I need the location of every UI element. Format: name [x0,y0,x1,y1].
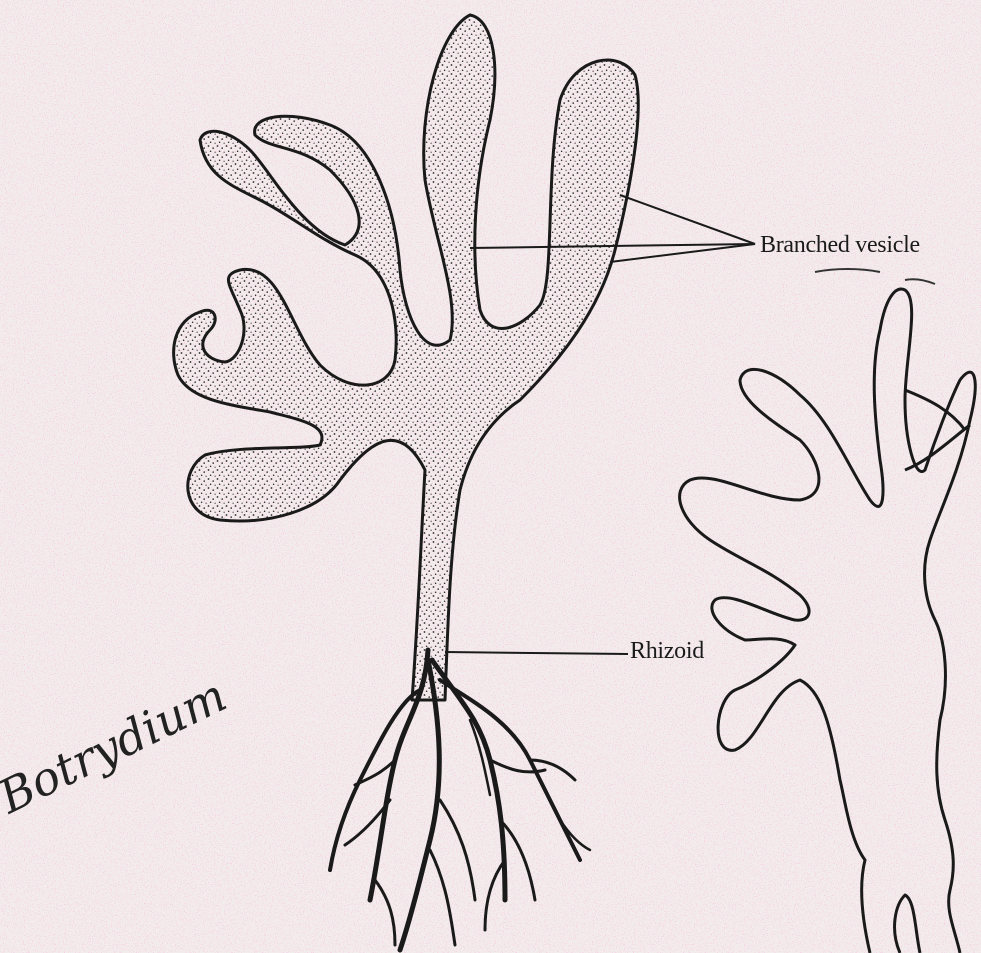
pen-sketch [680,289,976,953]
rhizoid-label: Rhizoid [630,638,704,665]
rhizoid-pointer-line [445,652,628,654]
handwritten-underline [815,269,935,284]
branched-vesicle-label: Branched vesicle [760,232,920,259]
thallus-body [174,15,639,700]
rhizoid-system [330,650,590,950]
